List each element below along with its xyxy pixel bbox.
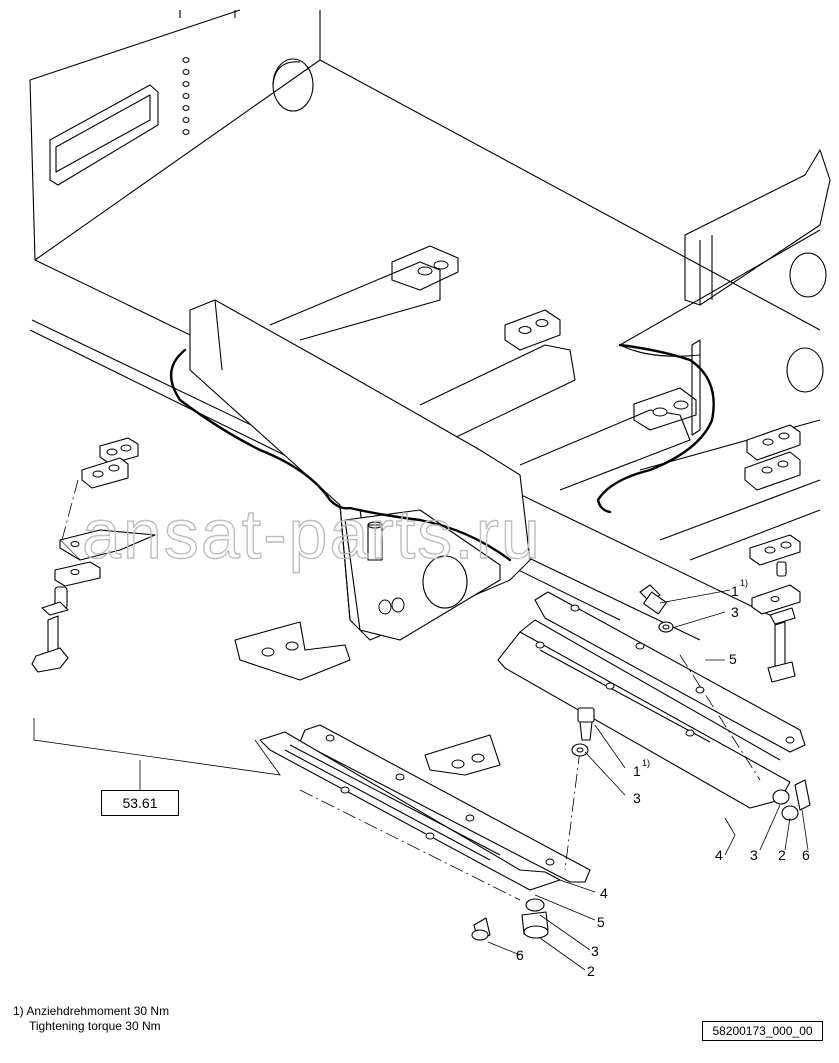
right-cover-plates bbox=[497, 591, 806, 809]
callout-6-left: 6 bbox=[516, 947, 524, 963]
left-cover-plates bbox=[259, 724, 591, 901]
reference-leader bbox=[33, 718, 281, 776]
frame-holes bbox=[182, 57, 190, 135]
callout-3-mid: 3 bbox=[633, 790, 641, 806]
callout-2-right: 2 bbox=[778, 847, 786, 863]
callout-5-top: 5 bbox=[729, 651, 737, 667]
reference-box: 53.61 bbox=[101, 790, 179, 816]
callout-leaders bbox=[487, 589, 809, 971]
callout-1-top-sup: 1) bbox=[740, 578, 748, 588]
watermark: ansat-parts.ru bbox=[82, 495, 542, 573]
drawing-number: 58200173_000_00 bbox=[702, 1021, 823, 1041]
callout-3-right: 3 bbox=[750, 847, 758, 863]
lower-brackets bbox=[234, 621, 501, 776]
footnote-line-de: 1) Anziehdrehmoment 30 Nm bbox=[13, 1004, 170, 1018]
callout-1-top: 1 bbox=[731, 583, 739, 599]
callout-3-top: 3 bbox=[731, 604, 739, 620]
footnote-line-en: Tightening torque 30 Nm bbox=[29, 1019, 161, 1033]
callout-4-right: 4 bbox=[715, 847, 723, 863]
left-mounting-stack bbox=[31, 437, 156, 673]
right-bolt-set bbox=[639, 584, 811, 821]
footnote: 1) Anziehdrehmoment 30 Nm Tightening tor… bbox=[13, 1004, 169, 1034]
callout-6-right: 6 bbox=[802, 847, 810, 863]
callout-3-left: 3 bbox=[591, 943, 599, 959]
callout-5-left: 5 bbox=[597, 914, 605, 930]
main-member bbox=[170, 299, 715, 641]
left-bolt-set bbox=[471, 707, 595, 941]
callout-labels: 1 1) 3 5 1 1) 3 4 3 2 6 4 5 3 2 6 bbox=[516, 578, 810, 979]
callout-1-mid: 1 bbox=[633, 763, 641, 779]
cross-members bbox=[269, 245, 801, 615]
callout-2-left: 2 bbox=[587, 963, 595, 979]
callout-1-mid-sup: 1) bbox=[642, 758, 650, 768]
callout-4-left: 4 bbox=[600, 885, 608, 901]
